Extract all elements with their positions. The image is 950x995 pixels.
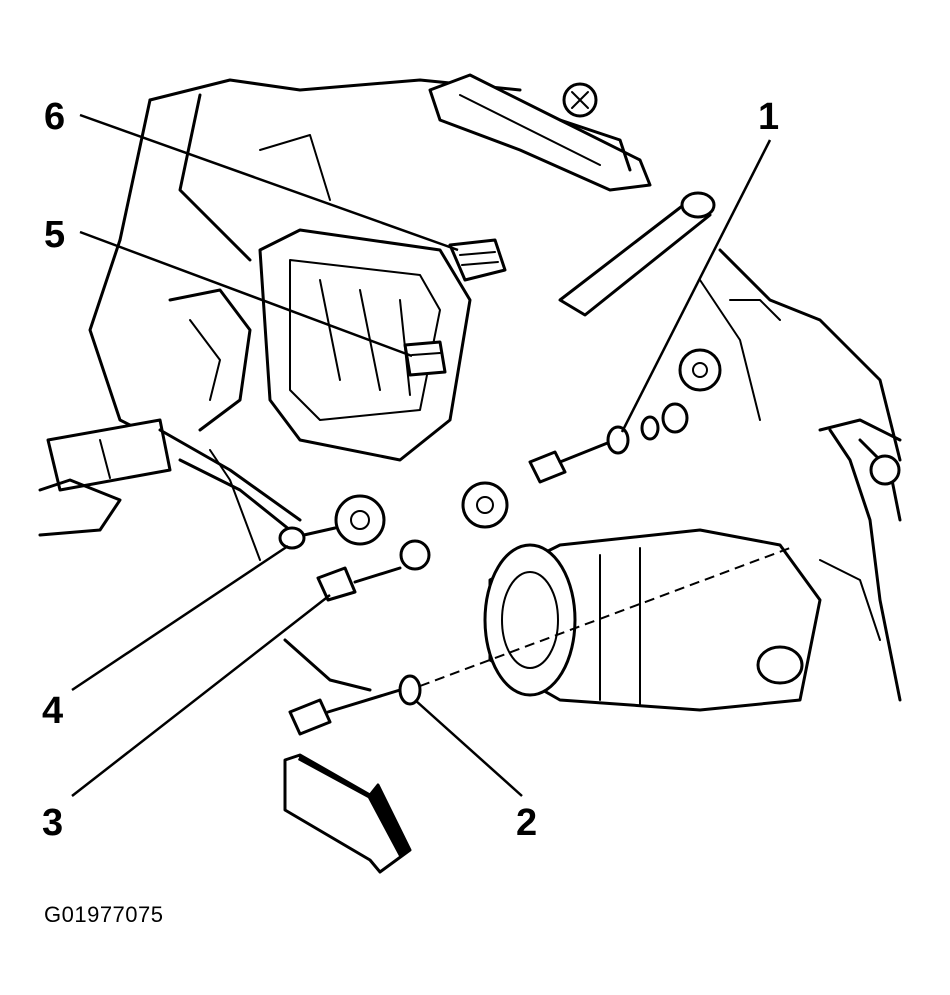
terminal-connector-5 [403,340,447,377]
flywheel-cover [819,428,902,702]
view-direction-arrow [283,753,412,874]
ground-bolt-2 [283,547,791,736]
starter-motor [483,528,822,712]
callout-2: 2 [516,802,538,844]
terminal-nut-4 [278,526,337,550]
bolt-and-nut-1 [528,402,689,484]
terminal-nut-3 [316,566,402,602]
callout-4: 4 [42,690,64,732]
terminal-connector-6 [448,238,507,282]
solenoid-housing [258,228,472,462]
callout-6: 6 [44,96,66,138]
callout-5: 5 [44,214,66,256]
mounting-bosses [334,348,722,571]
callout-1: 1 [758,96,780,138]
left-mount-bracket [38,418,172,537]
figure-code: G01977075 [44,902,164,927]
callout-3: 3 [42,802,64,844]
upper-bracket-bolt [558,82,632,172]
callout-leader-lines [71,113,772,797]
wiring-harness [158,73,716,561]
